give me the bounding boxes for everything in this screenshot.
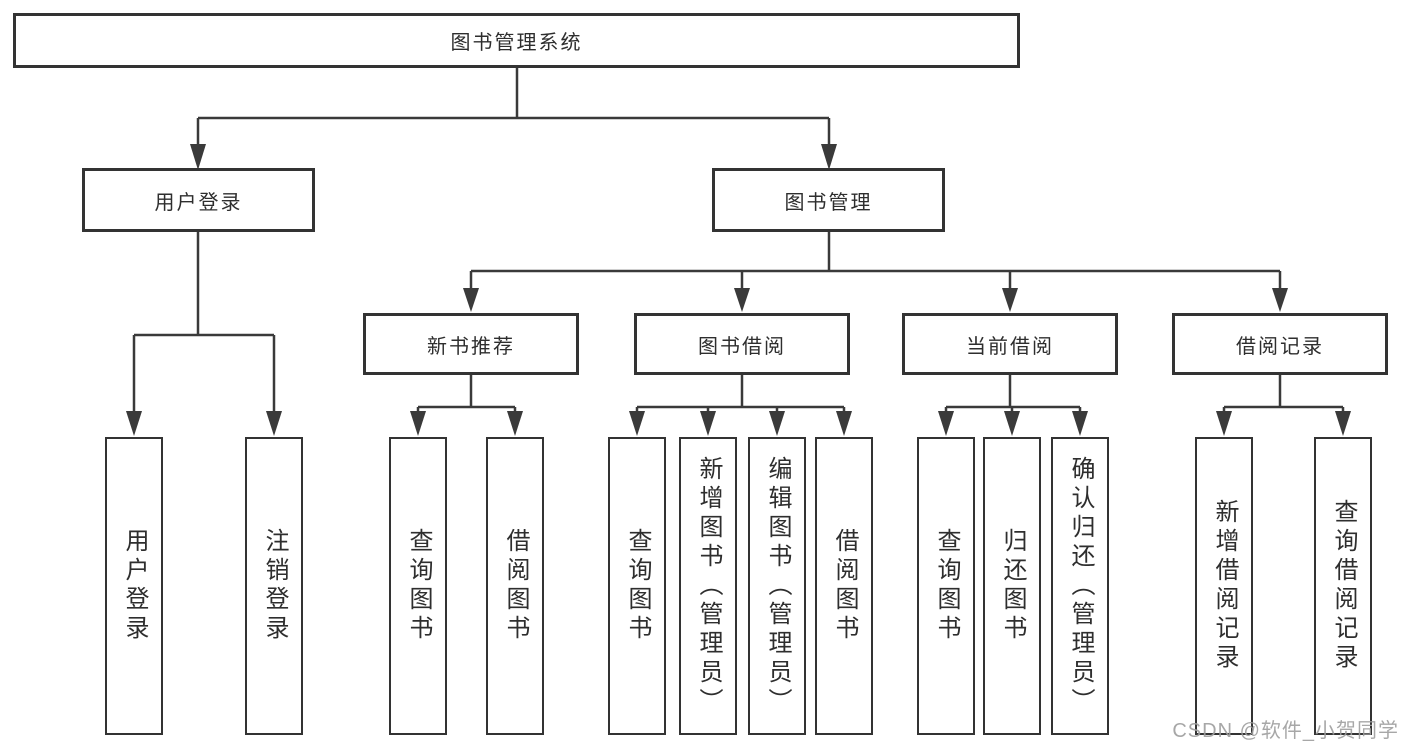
node-borrow-records: 借阅记录 [1172,313,1388,375]
node-book-management: 图书管理 [712,168,945,232]
leaf-records-query-record-label: 查询借阅记录 [1330,499,1357,673]
leaf-borrow-add-book: 新增图书（管理员） [679,437,737,735]
leaf-borrow-query-book-label: 查询图书 [624,528,651,644]
node-new-book-recommend: 新书推荐 [363,313,579,375]
leaf-borrow-add-book-label: 新增图书（管理员） [695,455,722,717]
leaf-current-query-book-label: 查询图书 [933,528,960,644]
leaf-borrow-borrow-book: 借阅图书 [815,437,873,735]
leaf-current-confirm-return: 确认归还（管理员） [1051,437,1109,735]
csdn-watermark: CSDN @软件_小贺同学 [1172,720,1399,742]
leaf-records-add-record-label: 新增借阅记录 [1211,499,1238,673]
leaf-borrow-query-book: 查询图书 [608,437,666,735]
leaf-recommend-query-book-label: 查询图书 [405,528,432,644]
node-new-book-recommend-label: 新书推荐 [427,335,515,358]
leaf-current-return-book-label: 归还图书 [999,528,1026,644]
node-user-login-label: 用户登录 [154,191,243,214]
node-root-label: 图书管理系统 [450,32,583,54]
node-borrow-records-label: 借阅记录 [1236,335,1324,358]
leaf-records-query-record: 查询借阅记录 [1314,437,1372,735]
leaf-borrow-edit-book-label: 编辑图书（管理员） [764,455,791,717]
leaf-current-confirm-return-label: 确认归还（管理员） [1067,455,1094,717]
node-book-management-label: 图书管理 [784,191,873,214]
node-book-borrow-label: 图书借阅 [698,335,786,358]
leaf-records-add-record: 新增借阅记录 [1195,437,1253,735]
leaf-borrow-edit-book: 编辑图书（管理员） [748,437,806,735]
node-current-borrow-label: 当前借阅 [966,335,1054,358]
leaf-recommend-borrow-book: 借阅图书 [486,437,544,735]
node-book-borrow: 图书借阅 [634,313,850,375]
leaf-user-login: 用户登录 [105,437,163,735]
leaf-user-login-label: 用户登录 [121,528,148,644]
leaf-current-query-book: 查询图书 [917,437,975,735]
leaf-logout-login: 注销登录 [245,437,303,735]
node-user-login: 用户登录 [82,168,315,232]
leaf-current-return-book: 归还图书 [983,437,1041,735]
node-root: 图书管理系统 [13,13,1020,68]
leaf-borrow-borrow-book-label: 借阅图书 [831,528,858,644]
leaf-recommend-borrow-book-label: 借阅图书 [502,528,529,644]
leaf-recommend-query-book: 查询图书 [389,437,447,735]
leaf-logout-login-label: 注销登录 [261,528,288,644]
node-current-borrow: 当前借阅 [902,313,1118,375]
